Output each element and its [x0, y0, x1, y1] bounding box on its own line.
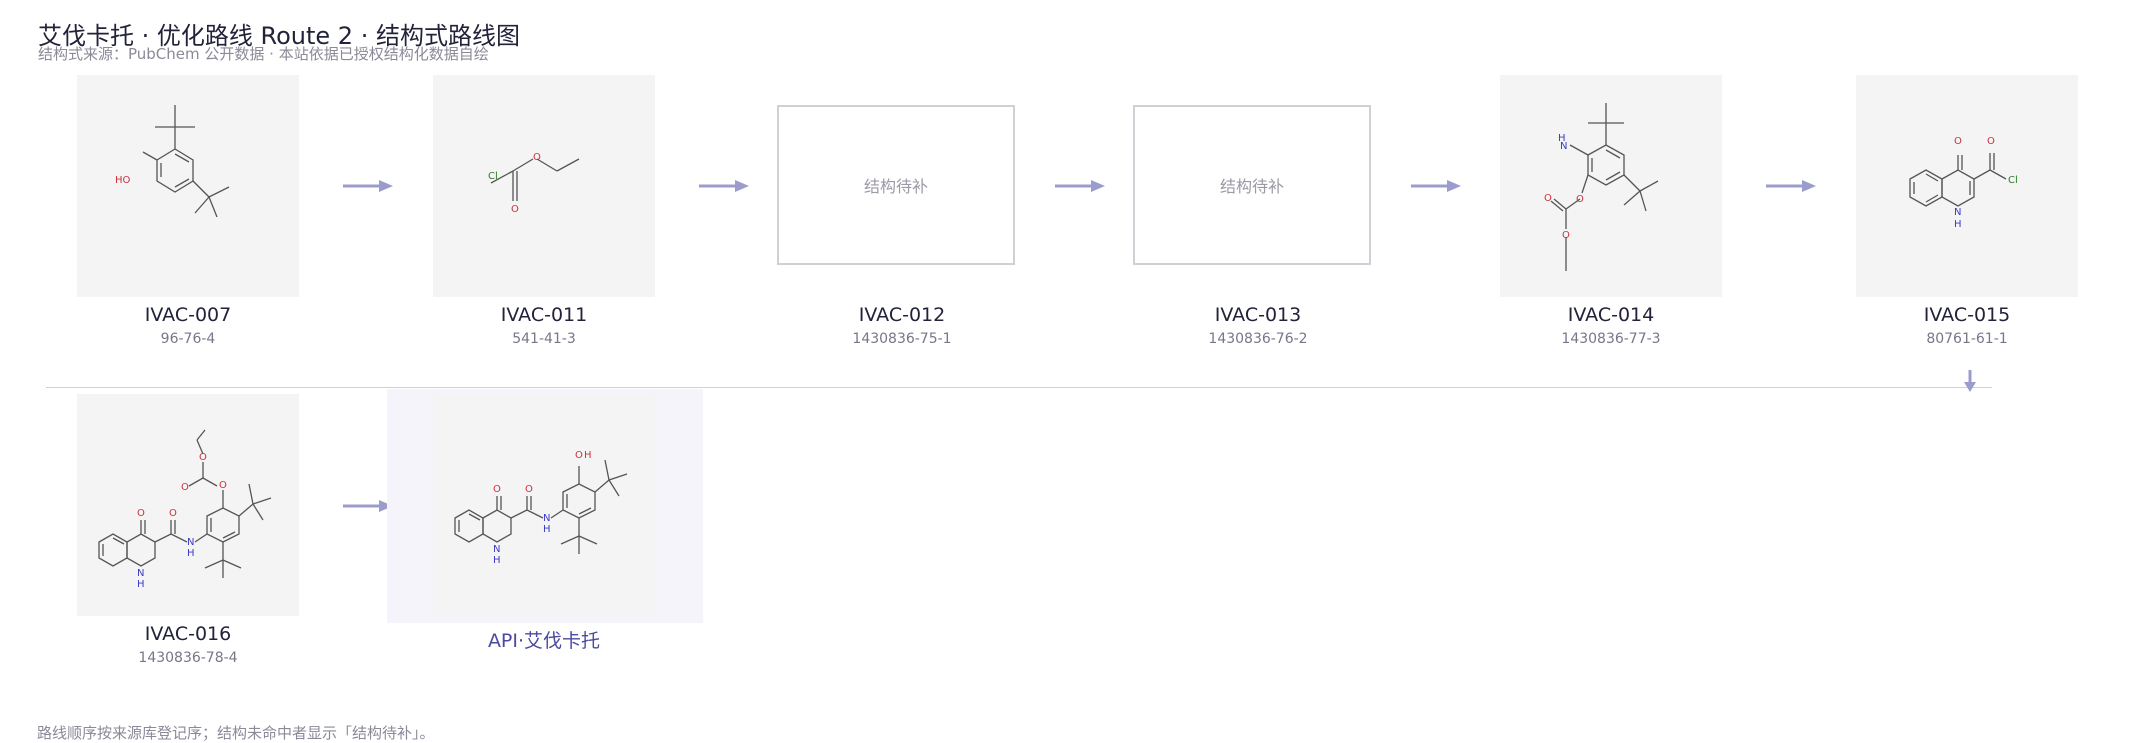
- structure-image: O O N H N H O O O: [77, 394, 299, 616]
- route-arrow: [1766, 180, 1816, 192]
- route-arrow: [343, 500, 393, 512]
- wrap-down-arrow-icon: [1964, 370, 1976, 392]
- structure-image: H N O O O: [1500, 75, 1722, 297]
- structure-svg-ivac-014: H N O O O: [1544, 103, 1659, 271]
- atom-label: H: [493, 555, 501, 566]
- compound-cas: 541-41-3: [512, 331, 576, 347]
- atom-label: O: [1576, 194, 1584, 205]
- atom-label: N: [137, 568, 144, 579]
- compound-node-ivac-012[interactable]: 结构待补 IVAC-012 1430836-75-1: [777, 75, 1015, 347]
- atom-label: H: [187, 548, 195, 559]
- atom-label: O: [511, 204, 519, 215]
- structure-svg-ivac-015: O O Cl N H: [1909, 136, 2018, 230]
- structure-missing-placeholder: 结构待补: [1133, 105, 1371, 265]
- atom-label: O: [1954, 136, 1962, 147]
- compound-node-ivac-016[interactable]: O O N H N H O O O IVAC-016 1430836-78-4: [77, 394, 299, 666]
- compound-node-ivac-007[interactable]: HO IVAC-007 96-76-4: [77, 75, 299, 347]
- structure-svg-ivac-007: HO: [115, 105, 230, 218]
- route-arrow: [699, 180, 749, 192]
- compound-node-ivac-013[interactable]: 结构待补 IVAC-013 1430836-76-2: [1133, 75, 1371, 347]
- atom-label: O: [219, 480, 227, 491]
- structure-image: 结构待补: [1133, 75, 1371, 297]
- api-label: API·艾伐卡托: [487, 630, 601, 652]
- atom-label: H: [1558, 133, 1566, 144]
- structure-image: O O Cl N H: [1856, 75, 2078, 297]
- compound-node-ivac-015[interactable]: O O Cl N H IVAC-015 80761-61-1: [1856, 75, 2078, 347]
- structure-svg-ivac-016: O O N H N H O O O: [98, 429, 272, 590]
- atom-label: H: [1954, 219, 1962, 230]
- atom-label: O: [169, 508, 177, 519]
- page-title: 艾伐卡托 · 优化路线 Route 2 · 结构式路线图: [38, 22, 520, 50]
- compound-cas: 1430836-78-4: [138, 650, 238, 666]
- atom-label: O: [533, 152, 541, 163]
- atom-label: O: [137, 508, 145, 519]
- atom-label: H: [137, 579, 145, 590]
- compound-cas: 80761-61-1: [1926, 331, 2008, 347]
- atom-label: Cl: [2008, 175, 2018, 186]
- compound-code: IVAC-011: [500, 304, 588, 326]
- compound-cas: 96-76-4: [160, 331, 216, 347]
- route-arrow: [343, 180, 393, 192]
- structure-image: Cl O O: [433, 75, 655, 297]
- compound-cas: 1430836-75-1: [852, 331, 952, 347]
- compound-code: IVAC-016: [144, 623, 232, 645]
- atom-label: O: [1987, 136, 1995, 147]
- route-arrow: [1055, 180, 1105, 192]
- footer-note: 路线顺序按来源库登记序；结构未命中者显示「结构待补」。: [37, 724, 435, 742]
- page-subtitle: 结构式来源：PubChem 公开数据 · 本站依据已授权结构化数据自绘: [38, 45, 489, 63]
- compound-code: IVAC-007: [144, 304, 232, 326]
- atom-label: Cl: [488, 171, 498, 182]
- atom-label: N: [187, 537, 194, 548]
- atom-label: O: [181, 482, 189, 493]
- compound-code: IVAC-013: [1214, 304, 1302, 326]
- atom-label: N: [1954, 207, 1961, 218]
- route-arrow: [1411, 180, 1461, 192]
- row-wrap-divider: [46, 387, 1992, 388]
- atom-label: O: [575, 450, 583, 461]
- atom-label: O: [525, 484, 533, 495]
- atom-label: N: [1560, 141, 1567, 152]
- atom-label: O: [1562, 230, 1570, 241]
- compound-cas: 1430836-77-3: [1561, 331, 1661, 347]
- atom-label: O: [199, 452, 207, 463]
- compound-code: IVAC-012: [858, 304, 946, 326]
- atom-label: N: [493, 544, 500, 555]
- structure-image: O O N H N H O H: [433, 394, 655, 616]
- compound-node-ivac-011[interactable]: Cl O O IVAC-011 541-41-3: [433, 75, 655, 347]
- atom-label: O: [493, 484, 501, 495]
- atom-label: N: [543, 513, 550, 524]
- structure-svg-ivac-011: Cl O O: [488, 152, 580, 215]
- structure-svg-api: O O N H N H O H: [454, 450, 628, 566]
- compound-code: IVAC-015: [1923, 304, 2011, 326]
- compound-node-ivac-014[interactable]: H N O O O IVAC-014 1430836-77-3: [1500, 75, 1722, 347]
- atom-label: H: [584, 450, 592, 461]
- compound-cas: 1430836-76-2: [1208, 331, 1308, 347]
- api-node-ivacaftor[interactable]: O O N H N H O H API·艾伐卡托: [433, 394, 655, 653]
- atom-label: HO: [115, 175, 131, 186]
- structure-image: HO: [77, 75, 299, 297]
- structure-image: 结构待补: [777, 75, 1015, 297]
- compound-code: IVAC-014: [1567, 304, 1655, 326]
- atom-label: H: [543, 524, 551, 535]
- atom-label: O: [1544, 193, 1552, 204]
- structure-missing-placeholder: 结构待补: [777, 105, 1015, 265]
